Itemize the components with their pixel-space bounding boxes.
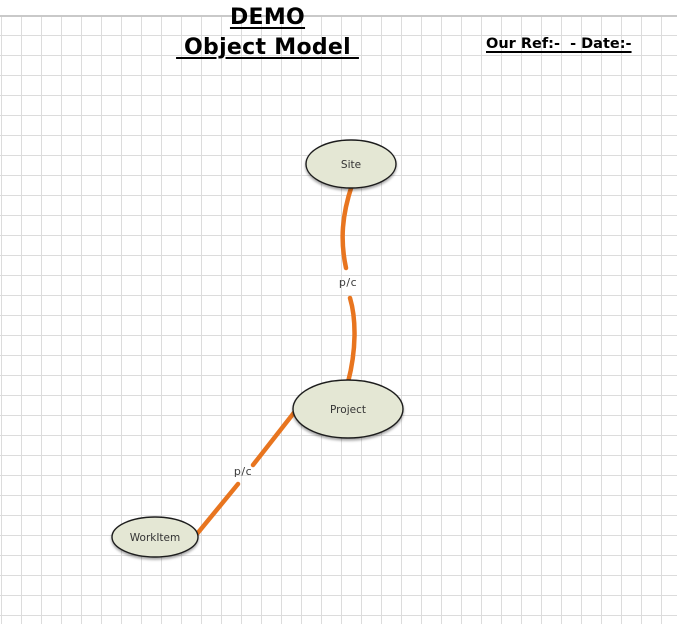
node-workitem-shape[interactable] (111, 516, 199, 558)
title-line-1: DEMO (229, 5, 306, 30)
connector-project-workitem-lower-segment[interactable] (189, 481, 241, 543)
node-site-shape[interactable] (305, 139, 397, 189)
node-site[interactable]: Site (305, 139, 397, 189)
connector-project-workitem-label: p/c (234, 465, 252, 478)
node-workitem-label: WorkItem (130, 532, 181, 544)
doc-title: DEMO Object Model (140, 3, 395, 63)
connector-site-project[interactable]: p/c (339, 182, 357, 389)
connector-site-project-label: p/c (339, 276, 357, 289)
title-line-2: Object Model (176, 35, 359, 60)
connector-project-workitem[interactable]: p/c (189, 402, 303, 543)
node-project-label: Project (330, 404, 366, 416)
node-site-label: Site (341, 159, 361, 171)
connector-site-project-lower-segment[interactable] (344, 295, 357, 389)
connector-project-workitem-upper-segment[interactable] (250, 402, 303, 468)
top-band (0, 0, 677, 17)
node-project[interactable]: Project (292, 379, 404, 439)
ref-date-label: Our Ref:- - Date:- (486, 36, 632, 52)
node-workitem[interactable]: WorkItem (111, 516, 199, 558)
connector-site-project-upper-segment[interactable] (340, 182, 355, 271)
node-project-shape[interactable] (292, 379, 404, 439)
